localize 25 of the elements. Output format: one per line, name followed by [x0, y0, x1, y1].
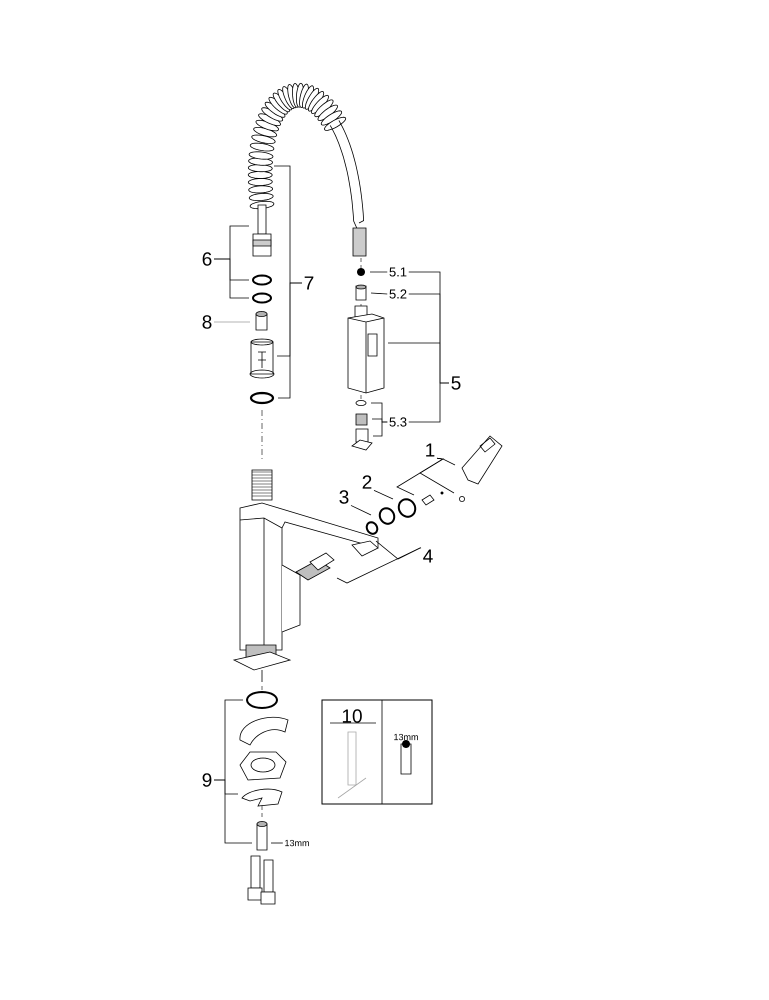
callout-number: 5.2	[389, 289, 406, 299]
leader-line	[214, 780, 252, 844]
callout-number: 3	[339, 490, 348, 504]
callout-number: 4	[423, 549, 433, 563]
leader-line	[214, 258, 250, 298]
callout-number: 8	[202, 315, 212, 329]
leader-line	[372, 422, 388, 436]
leader-line	[374, 490, 394, 500]
leader-line	[278, 282, 302, 398]
leader-line	[370, 292, 388, 294]
callout-number: 5.1	[389, 267, 406, 277]
leader-line	[396, 458, 444, 496]
leader-line	[270, 842, 284, 844]
leader-line	[408, 382, 450, 422]
callout-number: 1	[426, 443, 434, 457]
leader-line	[350, 505, 372, 516]
leader-line	[336, 547, 422, 584]
tool-box: 10 13mm	[322, 700, 432, 804]
callout-number: 5.3	[389, 417, 406, 427]
callout-number: 13mm	[285, 840, 309, 846]
callout-number: 2	[362, 475, 372, 489]
callout-number: 5	[451, 376, 460, 390]
callout-number: 9	[202, 773, 212, 787]
callout-number: 6	[202, 252, 212, 266]
callout-number: 7	[304, 276, 314, 290]
